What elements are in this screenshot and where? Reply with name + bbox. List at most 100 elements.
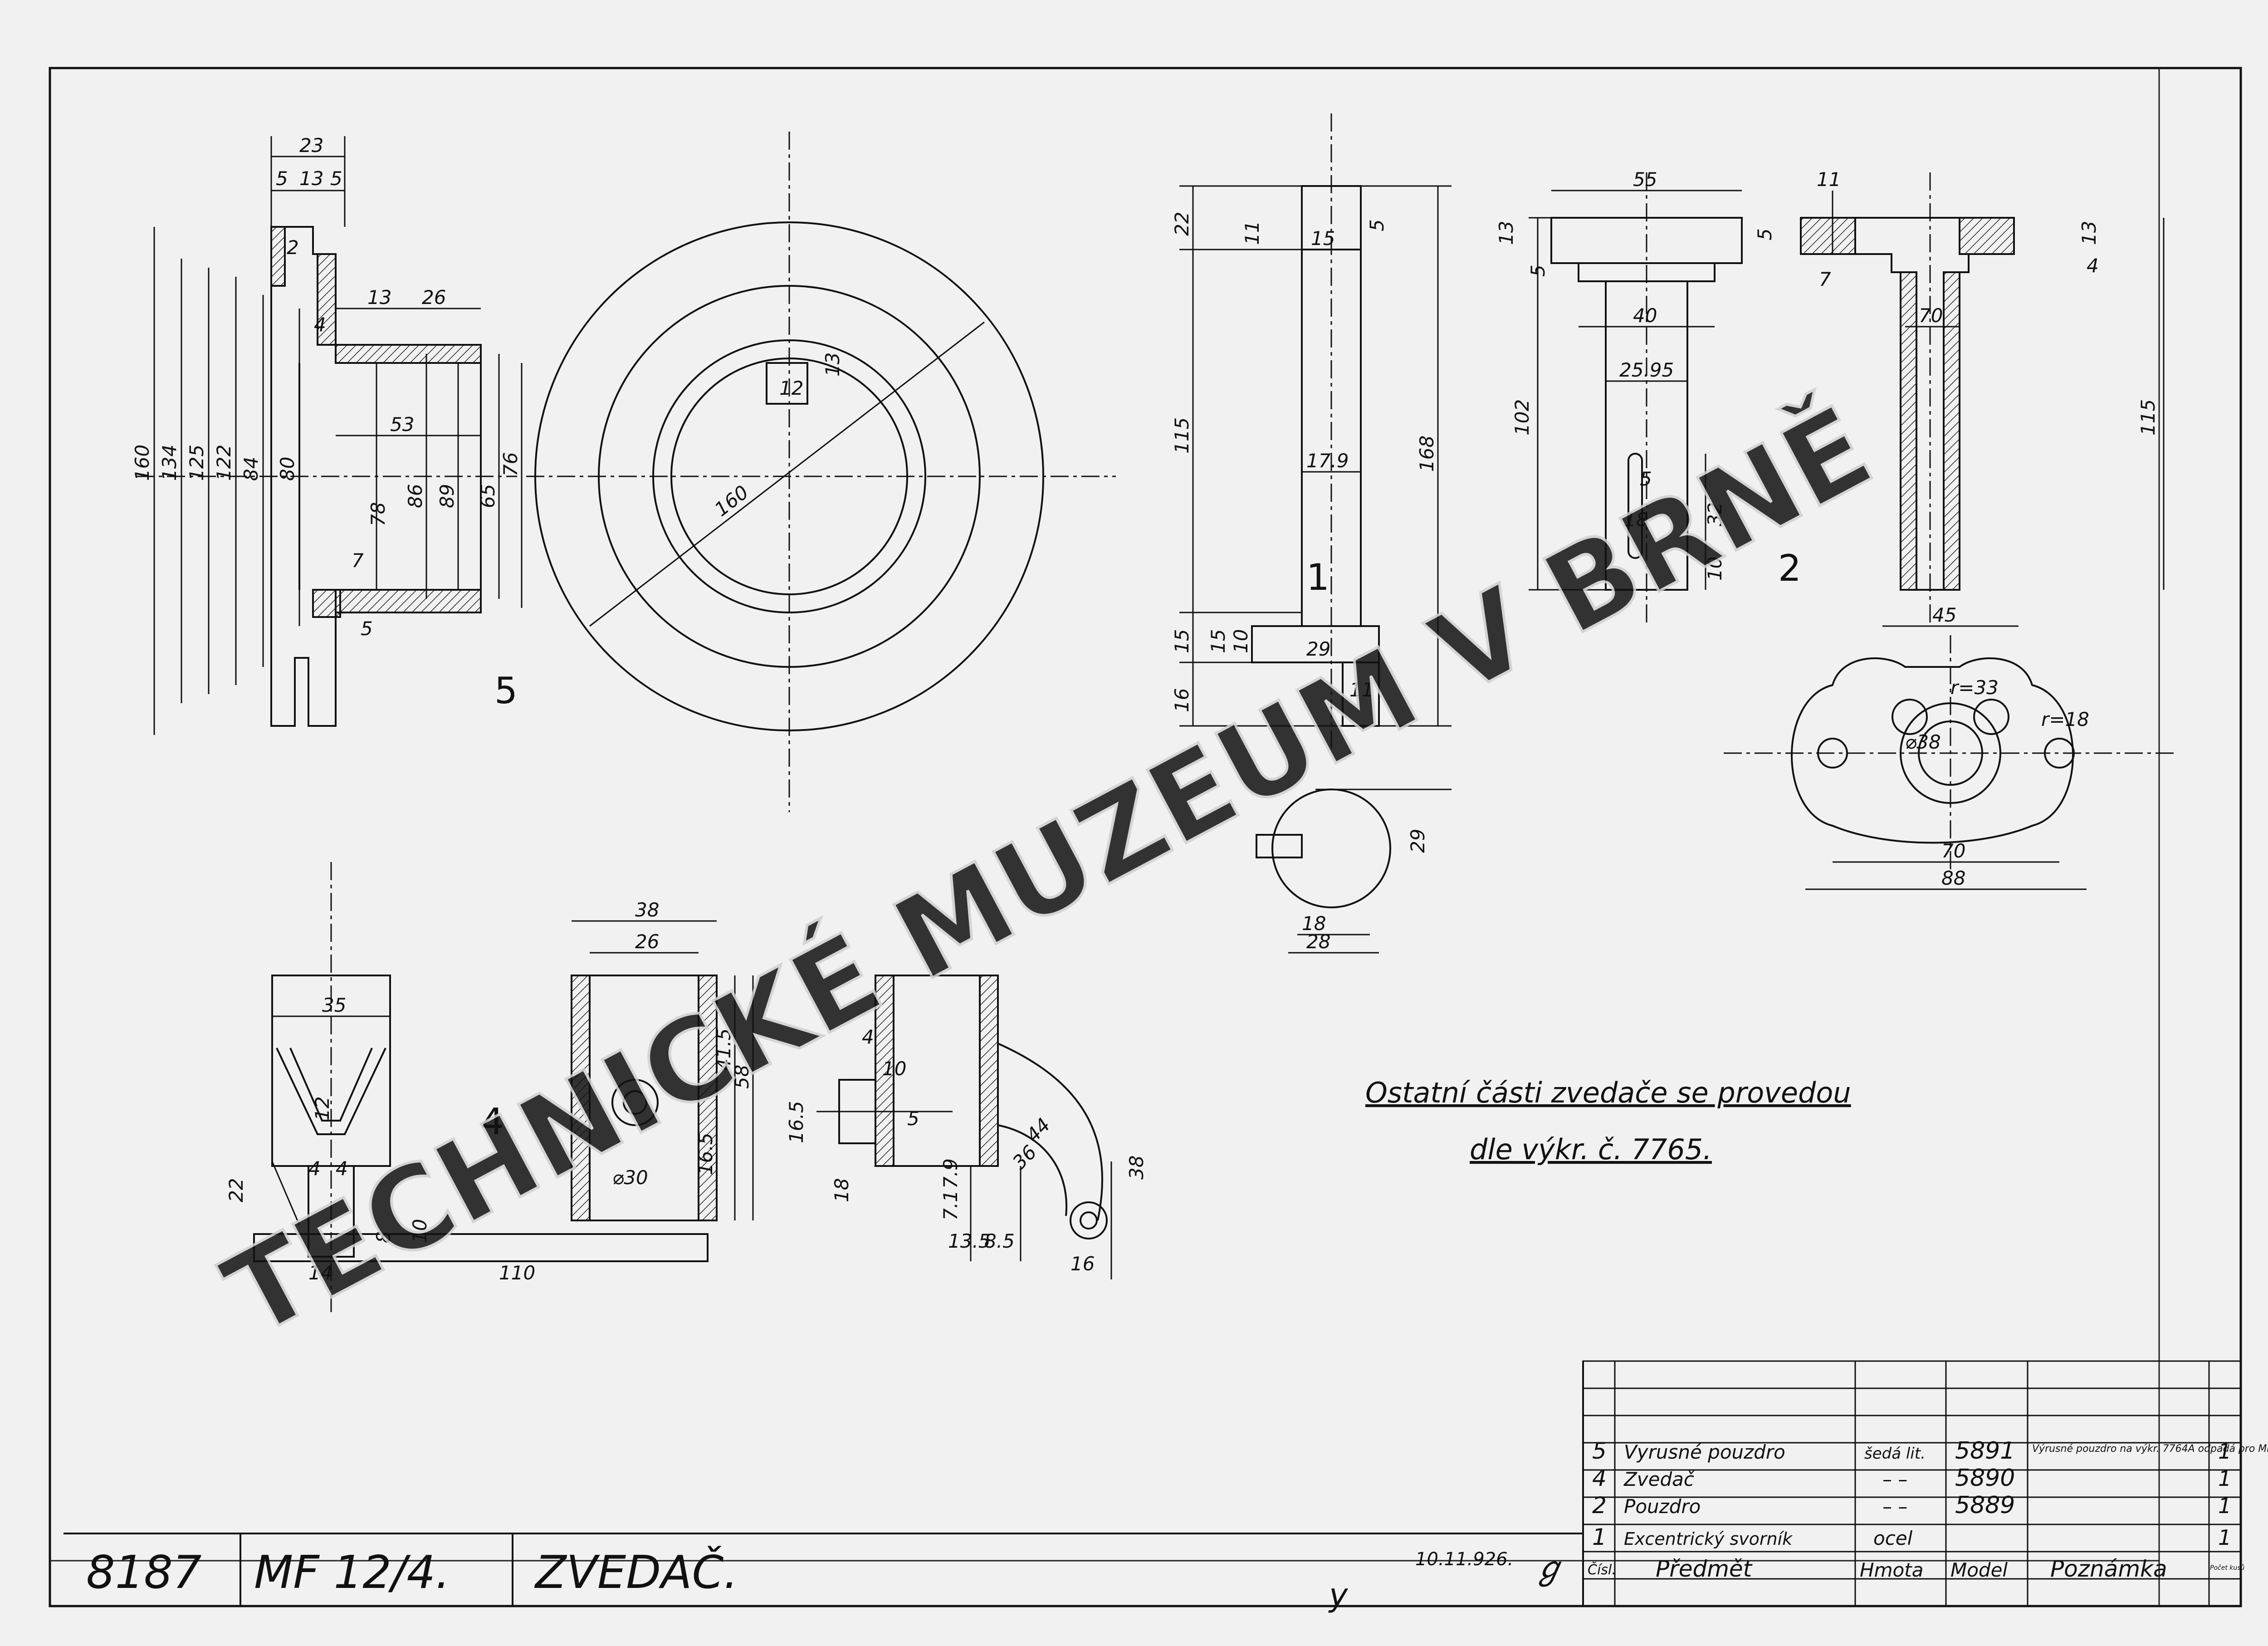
row-item: Zvedač <box>1623 1468 1695 1490</box>
dim-label: 15 <box>1207 629 1229 653</box>
dim-label: 53 <box>390 413 414 436</box>
dim-label: 25.95 <box>1619 359 1674 381</box>
row-item: Vyrusné pouzdro <box>1624 1441 1785 1463</box>
row-no: 2 <box>1592 1492 1607 1519</box>
row-note: Výrusné pouzdro na výkr. 7764A odpadá pr… <box>2032 1443 2268 1455</box>
row-qty: 1 <box>2218 1439 2231 1464</box>
outer-border <box>49 67 2242 1607</box>
part-1-dim-text: 22 11 15 5 115 168 17.9 15 15 10 29 16 1… <box>1171 212 1438 953</box>
dim-label: 16 <box>1070 1253 1095 1275</box>
part-5-dimensions <box>136 136 523 735</box>
part-2-view <box>1550 172 2015 626</box>
dim-label: 78 <box>367 502 389 526</box>
dim-label: 38 <box>635 899 659 921</box>
view-label-2: 2 <box>1778 547 1801 589</box>
dim-label: 13 <box>821 353 844 377</box>
row-model: 5889 <box>1955 1492 2015 1519</box>
dim-label: 17.9 <box>1306 450 1349 472</box>
dim-label: 26 <box>635 931 659 953</box>
dim-label: 16.5 <box>694 1132 717 1175</box>
dim-label: 58 <box>731 1065 753 1089</box>
dim-label: 125 <box>186 445 208 481</box>
row-item: Excentrický svorník <box>1624 1529 1793 1549</box>
dim-label: 40 <box>1633 304 1657 327</box>
dim-label: 7 <box>1819 268 1831 290</box>
row-qty: 1 <box>2218 1525 2231 1550</box>
header-item: Předmět <box>1656 1556 1753 1582</box>
part-5-dim-text: 23 5 13 5 26 13 53 7 5 2 4 160 134 125 1… <box>131 134 522 640</box>
dim-label: 168 <box>1416 436 1438 472</box>
dim-label: 115 <box>1171 417 1193 454</box>
row-material: – – <box>1882 1495 1907 1518</box>
dim-label: 45 <box>1932 604 1956 626</box>
dim-label: 7 <box>352 549 364 572</box>
dim-label: 7.9 <box>939 1158 962 1189</box>
part-2-dim-lines <box>1529 190 2165 591</box>
dim-label: 11 <box>1817 168 1841 191</box>
dim-label: 5 <box>1366 219 1388 231</box>
dim-label: 18 <box>831 1178 853 1202</box>
view-label-1: 1 <box>1306 556 1330 598</box>
dim-label: 18 <box>1624 509 1648 531</box>
view-label-4: 4 <box>481 1101 504 1143</box>
dim-label: 29 <box>1306 638 1330 660</box>
part-4-view-c-dims: 16.5 18 7.9 7.1 13.5 8.5 38 16 44 36 10 … <box>785 1026 1148 1275</box>
dim-label: 29 <box>1407 829 1429 853</box>
part-4-view-c <box>816 975 1112 1279</box>
dim-label: 122 <box>213 445 235 481</box>
dim-label: 11 <box>1241 221 1263 245</box>
header-model: Model <box>1950 1559 2008 1581</box>
row-qty: 1 <box>2218 1466 2231 1491</box>
parts-table-text: 5 Vyrusné pouzdro šedá lit. 5891 Výrusné… <box>1588 1437 2268 1582</box>
dim-label: 4 <box>2087 255 2099 277</box>
signature: ℊ <box>1533 1549 1565 1587</box>
header-qty: Počet kusů <box>2210 1564 2245 1572</box>
dim-label: 38 <box>1125 1156 1148 1180</box>
part-4-view-b <box>571 920 754 1221</box>
dim-label: 2 <box>287 236 299 259</box>
title-block-text: 8187 MF 12/4. ZVEDAČ. 10.11.926. ℊ y <box>86 1545 1565 1614</box>
dim-label: 32 <box>1704 502 1726 526</box>
dim-label: r=33 <box>1950 676 1999 699</box>
table-row: 1 Excentrický svorník ocel 1 <box>1592 1524 2231 1550</box>
dim-label: 12 <box>311 1097 333 1121</box>
dim-label: 10 <box>1704 557 1726 581</box>
row-material: – – <box>1882 1468 1907 1490</box>
part-2-flange-dims: 45 r=33 r=18 ⌀38 70 88 <box>1905 604 2089 889</box>
dim-label: 5 <box>330 167 342 190</box>
table-header: Čísl. Předmět Hmota Model Poznámka Počet… <box>1588 1556 2245 1582</box>
dim-label: ⌀30 <box>612 1166 648 1189</box>
dim-label: 10 <box>1230 629 1252 653</box>
dim-label: 22 <box>225 1178 247 1202</box>
table-row: 2 Pouzdro – – 5889 1 <box>1592 1492 2231 1519</box>
dim-label: 16.5 <box>785 1101 807 1143</box>
dim-label: 4 <box>336 1157 348 1180</box>
dim-label: 28 <box>1306 931 1330 953</box>
part-4-view-a <box>253 862 709 1316</box>
view-label-5: 5 <box>494 670 518 712</box>
dim-label: 84 <box>240 457 262 481</box>
dim-label: 4 <box>308 1157 321 1180</box>
dim-label: 70 <box>1919 304 1943 327</box>
dim-label: 115 <box>2137 399 2159 436</box>
dim-label: 8.5 <box>984 1230 1015 1252</box>
dim-label: 18 <box>1302 912 1326 935</box>
dim-label: 13 <box>299 167 323 190</box>
dim-label: 10 <box>409 1219 431 1243</box>
header-material: Hmota <box>1860 1559 1923 1581</box>
dim-label: r=18 <box>2041 708 2089 730</box>
dim-label: 65 <box>477 484 499 508</box>
row-model: 5891 <box>1955 1437 2015 1465</box>
row-model: 5890 <box>1955 1465 2015 1492</box>
dim-label: 7.1 <box>939 1190 962 1220</box>
table-row: 4 Zvedač – – 5890 1 <box>1592 1465 2231 1492</box>
dim-label: 110 <box>499 1262 535 1284</box>
dim-label: 13 <box>367 286 391 309</box>
row-qty: 1 <box>2218 1494 2231 1518</box>
dim-label: 10 <box>882 1058 906 1080</box>
part-5-front-view <box>526 132 1116 812</box>
dim-label: 5 <box>361 617 373 640</box>
machine-type: MF 12/4. <box>254 1546 450 1599</box>
dim-label: 88 <box>1941 867 1965 889</box>
